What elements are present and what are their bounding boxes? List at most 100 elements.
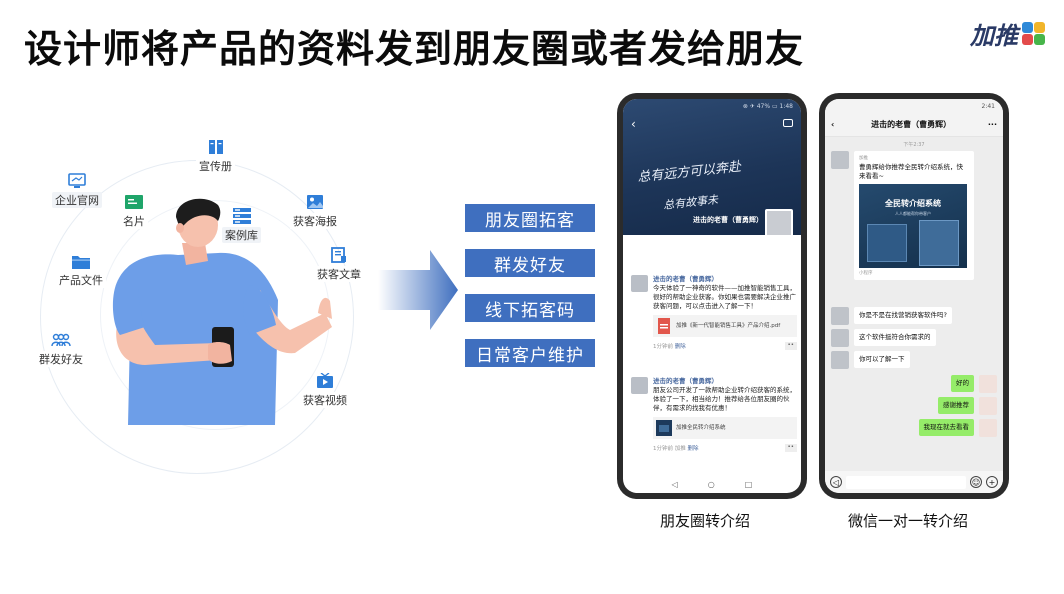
post-source: 加推	[674, 446, 686, 452]
more-icon[interactable]: ···	[987, 120, 997, 129]
plus-icon[interactable]: +	[986, 476, 998, 488]
chat-message-left: 这个软件挺符合你需求的	[831, 329, 936, 347]
website-icon	[67, 172, 87, 190]
nav-home-icon[interactable]: ○	[707, 479, 715, 489]
post-author[interactable]: 进击的老曹（曹勇辉）	[653, 377, 718, 385]
card-sender: 加推	[859, 156, 868, 161]
avatar[interactable]	[979, 397, 997, 415]
more-icon[interactable]: ••	[784, 342, 797, 350]
mini-program-card[interactable]: 加推 曹勇辉给你推荐全民转介绍系统，快来看看~ 全民转介绍系统 人人都能帮你带客…	[854, 151, 974, 280]
chat-screen: 2:41 ‹ 进击的老曹（曹勇辉） ··· 下午2:37 加推 曹勇辉给你推荐全…	[825, 99, 1003, 493]
chat-message-card: 加推 曹勇辉给你推荐全民转介绍系统，快来看看~ 全民转介绍系统 人人都能帮你带客…	[831, 151, 974, 280]
back-icon[interactable]: ‹	[631, 117, 636, 131]
logo-mark-icon	[1022, 21, 1046, 46]
avatar[interactable]	[631, 377, 648, 394]
business-card-icon	[124, 193, 144, 211]
chat-message-left: 你是不是在找营销获客软件吗?	[831, 307, 952, 325]
more-icon[interactable]: ••	[784, 444, 797, 452]
node-brochure[interactable]: 宣传册	[196, 138, 235, 174]
node-label: 获客文章	[314, 266, 364, 282]
post-time: 1分钟前	[653, 344, 673, 350]
chat-message-right: 感谢推荐	[938, 397, 997, 415]
pdf-icon	[658, 318, 670, 334]
message-bubble: 好的	[951, 375, 974, 392]
node-business-card[interactable]: 名片	[120, 193, 148, 229]
card-image-title: 全民转介绍系统	[885, 199, 941, 208]
avatar[interactable]	[979, 419, 997, 437]
node-label: 群发好友	[36, 351, 86, 367]
post-attachment[interactable]: 加推《新一代智能销售工具》产品介绍.pdf	[653, 315, 797, 337]
nav-recent-icon[interactable]: □	[744, 479, 753, 489]
card-image-screen	[919, 220, 959, 266]
link-thumbnail-icon	[656, 420, 672, 436]
message-input[interactable]	[846, 475, 966, 489]
node-label: 企业官网	[52, 192, 102, 208]
video-icon	[315, 372, 335, 390]
caption-moments: 朋友圈转介绍	[660, 512, 751, 530]
cover-nickname: 进击的老曹（曹勇辉）	[693, 216, 763, 224]
emoji-icon[interactable]: ☺	[970, 476, 982, 488]
poster-icon	[305, 193, 325, 211]
card-image-subtitle: 人人都能帮你带客户	[895, 211, 931, 216]
post-author[interactable]: 进击的老曹（曹勇辉）	[653, 275, 718, 283]
back-icon[interactable]: ‹	[831, 120, 835, 129]
person-illustration	[112, 198, 332, 425]
chat-message-left: 你可以了解一下	[831, 351, 910, 369]
chat-body: 下午2:37 加推 曹勇辉给你推荐全民转介绍系统，快来看看~ 全民转介绍系统 人…	[825, 137, 1003, 471]
node-label: 宣传册	[196, 158, 235, 174]
chat-title: 进击的老曹（曹勇辉）	[871, 120, 952, 129]
cover-slogan-2: 总有故事未	[662, 193, 719, 212]
card-image-screen	[867, 224, 907, 262]
avatar[interactable]	[631, 275, 648, 292]
delete-link[interactable]: 删除	[687, 446, 699, 452]
message-bubble: 我现在就去看看	[918, 419, 974, 436]
message-bubble: 这个软件挺符合你需求的	[854, 329, 936, 346]
node-case-library[interactable]: 案例库	[222, 207, 261, 243]
moments-post: 进击的老曹（曹勇辉） 朋友公司开发了一款帮助企业转介绍获客的系统，体验了一下，相…	[631, 377, 797, 452]
group-icon	[51, 331, 71, 349]
avatar[interactable]	[765, 209, 793, 237]
avatar[interactable]	[979, 375, 997, 393]
node-label: 获客海报	[290, 213, 340, 229]
logo-text: 加推	[970, 22, 1018, 50]
arrow-right-icon	[378, 250, 458, 330]
status-bar: ⊗ ✈ 47% ▭ 1:48	[742, 102, 793, 110]
tag-group-send[interactable]: 群发好友	[465, 249, 595, 277]
moments-screen: ⊗ ✈ 47% ▭ 1:48 ‹ 总有远方可以奔赴 总有故事未 进击的老曹（曹勇…	[623, 99, 801, 493]
voice-icon[interactable]: ◁	[830, 476, 842, 488]
avatar[interactable]	[831, 329, 849, 347]
nav-back-icon[interactable]: ◁	[671, 479, 678, 489]
message-bubble: 你可以了解一下	[854, 351, 910, 368]
node-product-files[interactable]: 产品文件	[56, 252, 106, 288]
node-label: 名片	[120, 213, 148, 229]
post-meta: 1分钟前 加推 删除 ••	[653, 444, 797, 452]
node-label: 案例库	[222, 227, 261, 243]
post-attachment[interactable]: 加推全民转介绍系统	[653, 417, 797, 439]
status-bar: 2:41	[825, 99, 1003, 113]
chat-header: ‹ 进击的老曹（曹勇辉） ···	[825, 113, 1003, 137]
tag-customer-care[interactable]: 日常客户维护	[465, 339, 595, 367]
moments-post: 进击的老曹（曹勇辉） 今天体验了一神奇的软件——加推智能销售工具，很好的帮助企业…	[631, 275, 797, 350]
delete-link[interactable]: 删除	[674, 344, 686, 350]
post-text: 今天体验了一神奇的软件——加推智能销售工具，很好的帮助企业获客。你如果也需要解决…	[653, 284, 796, 310]
camera-icon[interactable]	[783, 119, 793, 127]
tag-offline-code[interactable]: 线下拓客码	[465, 294, 595, 322]
node-video[interactable]: 获客视频	[300, 372, 350, 408]
node-website[interactable]: 企业官网	[52, 172, 102, 208]
node-poster[interactable]: 获客海报	[290, 193, 340, 229]
node-group-send[interactable]: 群发好友	[36, 331, 86, 367]
phone-moments: ⊗ ✈ 47% ▭ 1:48 ‹ 总有远方可以奔赴 总有故事未 进击的老曹（曹勇…	[617, 93, 807, 499]
post-meta: 1分钟前 删除 ••	[653, 342, 797, 350]
article-icon	[329, 246, 349, 264]
chat-input-bar: ◁ ☺ +	[825, 471, 1003, 493]
avatar[interactable]	[831, 351, 849, 369]
avatar[interactable]	[831, 151, 849, 169]
avatar[interactable]	[831, 307, 849, 325]
phone-chat: 2:41 ‹ 进击的老曹（曹勇辉） ··· 下午2:37 加推 曹勇辉给你推荐全…	[819, 93, 1009, 499]
folder-icon	[71, 252, 91, 270]
card-footer: 小程序	[859, 271, 873, 276]
node-article[interactable]: 获客文章	[314, 246, 364, 282]
android-navbar: ◁ ○ □	[623, 475, 801, 493]
attachment-title: 加推《新一代智能销售工具》产品介绍.pdf	[676, 323, 781, 329]
tag-moments[interactable]: 朋友圈拓客	[465, 204, 595, 232]
